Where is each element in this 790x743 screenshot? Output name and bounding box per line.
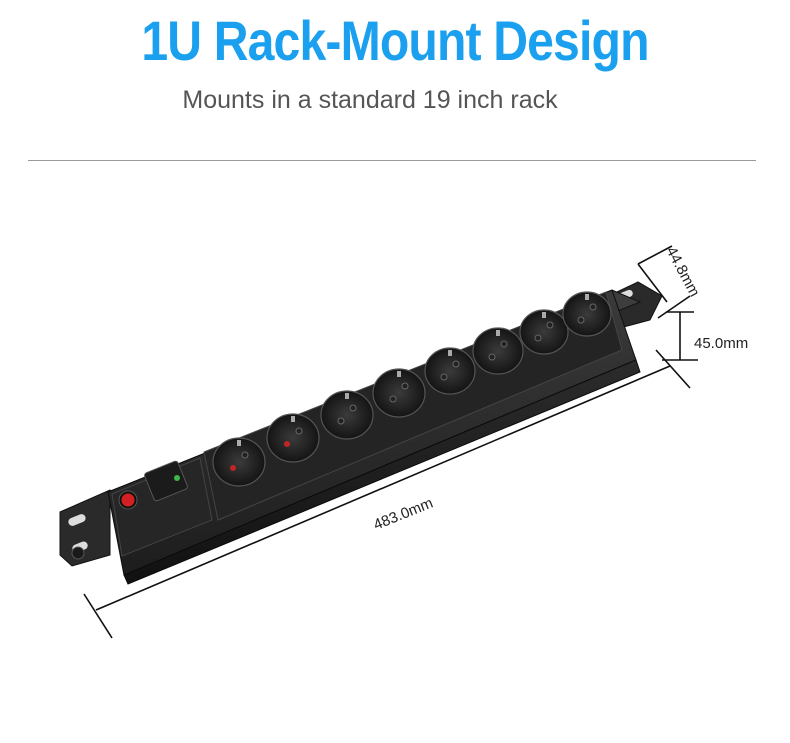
socket-5 (424, 347, 476, 395)
sockets (212, 291, 612, 487)
dimension-height (662, 311, 698, 361)
socket-4 (372, 368, 426, 418)
width-label: 483.0mm (371, 495, 435, 534)
socket-7 (519, 309, 569, 355)
socket-3 (320, 390, 374, 440)
left-mounting-ear (59, 489, 111, 567)
socket-1 (212, 437, 266, 487)
page-title: 1U Rack-Mount Design (141, 9, 649, 72)
power-switch[interactable] (121, 493, 135, 507)
dimension-depth (637, 245, 691, 319)
divider (28, 160, 756, 161)
switch-module (111, 457, 213, 557)
height-label: 45.0mm (694, 335, 748, 352)
depth-label: 44.8mm (662, 244, 702, 300)
socket-2 (266, 413, 320, 463)
dimension-width (83, 349, 691, 639)
socket-6 (472, 327, 524, 375)
page-subtitle: Mounts in a standard 19 inch rack (182, 86, 558, 114)
socket-8 (562, 291, 612, 337)
